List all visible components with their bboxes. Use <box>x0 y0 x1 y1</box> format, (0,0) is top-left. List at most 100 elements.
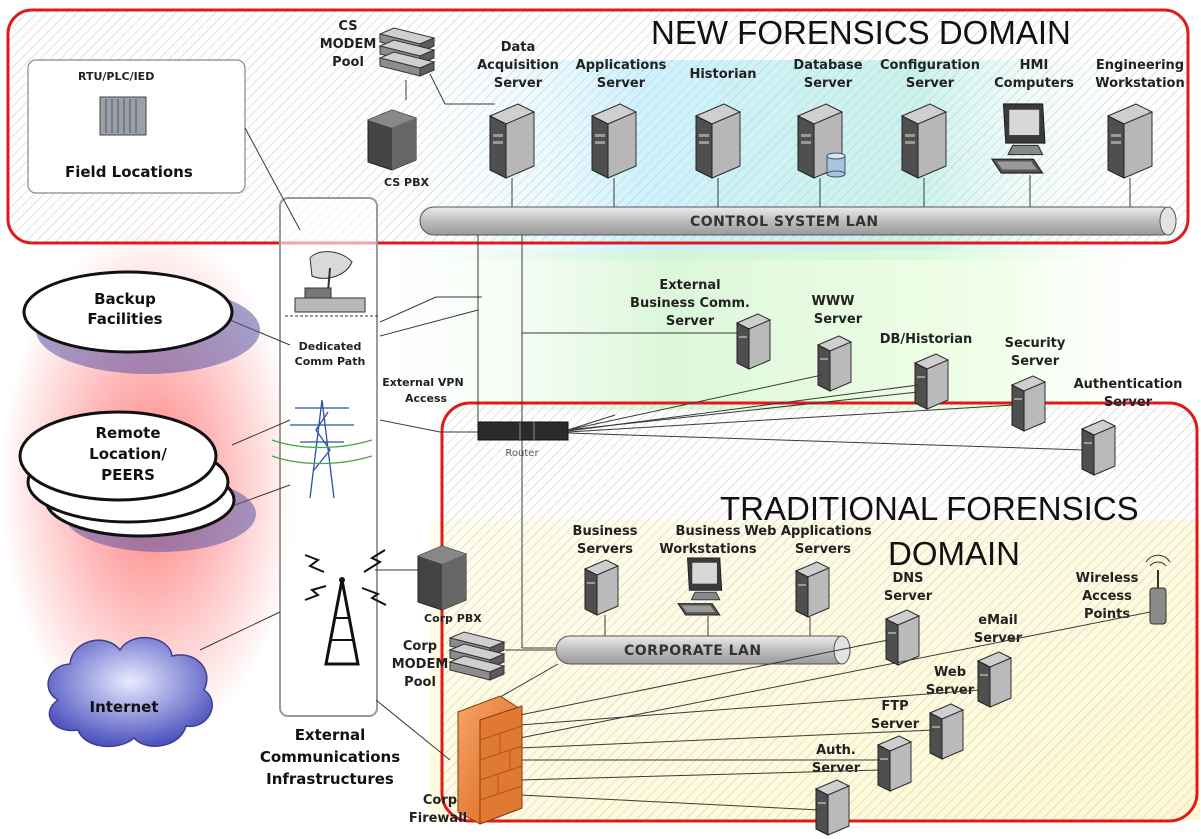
server-icon <box>885 609 920 666</box>
svg-text:DB/Historian: DB/Historian <box>880 332 973 347</box>
svg-text:DNS: DNS <box>892 571 923 586</box>
svg-text:WWW: WWW <box>811 294 854 309</box>
authentication-server: Authentication Server <box>1074 377 1183 476</box>
svg-text:Corp: Corp <box>423 793 457 808</box>
corp-pbx: Corp PBX <box>417 545 482 625</box>
server-icon <box>929 703 964 760</box>
external-vpn-label: External VPN Access <box>382 376 463 405</box>
new-domain-title: NEW FORENSICS DOMAIN <box>651 14 1071 51</box>
external-communications-infrastructures-label: External Communications Infrastructures <box>260 726 400 788</box>
corp-firewall: Corp Firewall <box>409 695 523 826</box>
svg-text:HMI: HMI <box>1020 58 1049 73</box>
historian-server: Historian <box>689 67 757 179</box>
svg-text:Server: Server <box>814 312 863 327</box>
svg-text:Firewall: Firewall <box>409 811 467 826</box>
svg-text:Applications: Applications <box>576 58 667 73</box>
svg-text:Wireless: Wireless <box>1076 571 1139 586</box>
svg-text:Server: Server <box>974 631 1023 646</box>
svg-text:Server: Server <box>926 683 975 698</box>
svg-text:External: External <box>295 726 366 744</box>
traditional-domain-title-line2: DOMAIN <box>888 535 1020 572</box>
web-applications-servers: Web Applications Servers <box>744 524 872 618</box>
svg-text:Server: Server <box>666 314 715 329</box>
satellite-dish-icon <box>285 251 378 317</box>
svg-text:Dedicated: Dedicated <box>299 340 362 353</box>
server-icon <box>1011 375 1046 432</box>
svg-text:Location/: Location/ <box>89 445 167 463</box>
svg-text:Server: Server <box>1104 395 1153 410</box>
svg-text:Web Applications: Web Applications <box>744 524 871 539</box>
server-icon <box>795 561 830 618</box>
server-icon <box>877 735 912 792</box>
database-server: Database Server <box>793 58 863 179</box>
rtu-label: RTU/PLC/IED <box>78 70 154 83</box>
traditional-domain-title-line1: TRADITIONAL FORENSICS <box>720 490 1139 527</box>
server-icon <box>695 103 741 179</box>
server-icon <box>591 103 637 179</box>
svg-text:Business: Business <box>676 524 741 539</box>
auth-server: Auth. Server <box>812 743 861 836</box>
svg-text:CORPORATE LAN: CORPORATE LAN <box>624 643 762 659</box>
svg-text:Corp: Corp <box>403 639 437 654</box>
transmission-tower-icon <box>271 399 373 499</box>
server-icon <box>489 103 535 179</box>
svg-text:Engineering: Engineering <box>1096 58 1184 73</box>
svg-text:Authentication: Authentication <box>1074 377 1183 392</box>
svg-text:Servers: Servers <box>577 542 633 557</box>
svg-text:Server: Server <box>906 76 955 91</box>
svg-text:Points: Points <box>1084 607 1130 622</box>
external-business-comm-server: External Business Comm. Server <box>630 278 771 370</box>
svg-text:Backup: Backup <box>94 290 156 308</box>
server-icon <box>1081 419 1116 476</box>
svg-text:Access: Access <box>1082 589 1132 604</box>
control-system-lan: CONTROL SYSTEM LAN <box>419 206 1177 236</box>
svg-text:External: External <box>659 278 720 293</box>
svg-text:Server: Server <box>871 717 920 732</box>
svg-text:Computers: Computers <box>994 76 1074 91</box>
svg-text:Communications: Communications <box>260 748 400 766</box>
ftp-server: FTP Server <box>871 699 920 792</box>
server-icon <box>901 103 947 179</box>
web-server: Web Server <box>926 665 975 760</box>
wireless-antenna-icon <box>1145 554 1171 625</box>
svg-text:Remote: Remote <box>95 424 160 442</box>
server-icon <box>736 313 771 370</box>
svg-text:Security: Security <box>1005 336 1066 351</box>
engineering-workstation: Engineering Workstation <box>1095 58 1185 179</box>
corp-modem-pool: Corp MODEM Pool <box>392 631 505 690</box>
svg-text:Router: Router <box>505 448 539 459</box>
svg-text:Servers: Servers <box>795 542 851 557</box>
db-historian-server: DB/Historian <box>880 332 973 410</box>
server-icon <box>815 779 850 836</box>
svg-text:Workstation: Workstation <box>1095 76 1184 91</box>
svg-text:Acquisition: Acquisition <box>477 58 559 73</box>
business-workstations: Business Workstations <box>659 524 757 616</box>
internet-cloud: Internet <box>47 636 213 748</box>
data-acquisition-server: Data Acquisition Server <box>477 40 559 179</box>
dedicated-comm-path: Dedicated Comm Path <box>295 340 366 368</box>
rtu-plc-ied-icon <box>99 96 147 136</box>
svg-text:Server: Server <box>812 761 861 776</box>
email-server: eMail Server <box>974 613 1023 708</box>
svg-text:Corp PBX: Corp PBX <box>424 612 482 625</box>
svg-text:Access: Access <box>405 392 448 405</box>
svg-text:Business Comm.: Business Comm. <box>630 296 750 311</box>
svg-text:Auth.: Auth. <box>816 743 856 758</box>
svg-text:Historian: Historian <box>689 67 756 82</box>
database-cylinder-icon <box>826 152 846 178</box>
svg-text:Facilities: Facilities <box>87 310 162 328</box>
server-icon <box>817 335 852 392</box>
dns-server: DNS Server <box>884 571 933 666</box>
svg-text:FTP: FTP <box>881 699 908 714</box>
svg-text:Comm Path: Comm Path <box>295 355 366 368</box>
applications-server: Applications Server <box>576 58 667 179</box>
svg-text:PEERS: PEERS <box>101 466 155 484</box>
svg-text:Database: Database <box>793 58 862 73</box>
server-icon <box>1107 103 1153 179</box>
svg-text:Business: Business <box>573 524 638 539</box>
svg-text:Workstations: Workstations <box>659 542 756 557</box>
svg-text:Internet: Internet <box>89 698 158 716</box>
cs-modem-pool: CS MODEM Pool <box>320 19 435 77</box>
svg-text:Pool: Pool <box>332 55 364 70</box>
